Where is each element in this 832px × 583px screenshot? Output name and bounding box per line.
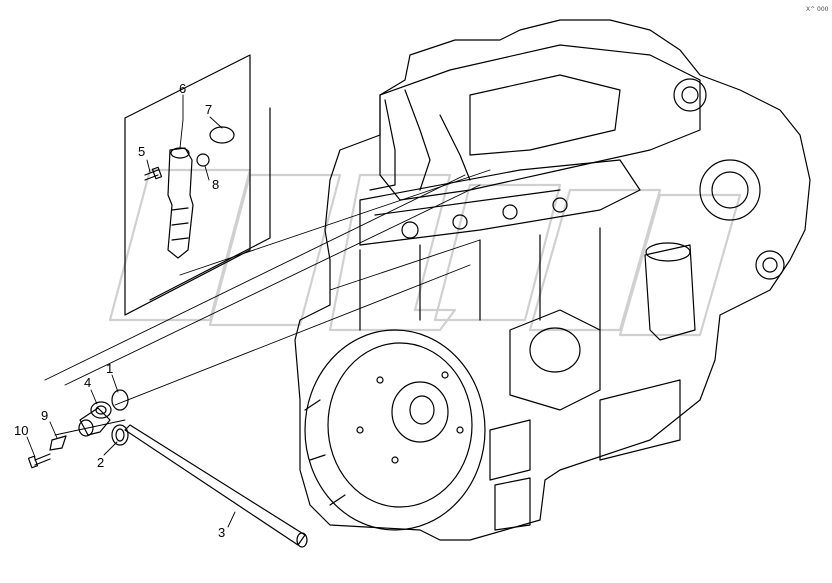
callout-10: 10 xyxy=(14,423,29,438)
callout-4: 4 xyxy=(84,375,92,390)
callout-6: 6 xyxy=(179,81,187,96)
o-ring-1 xyxy=(111,389,129,411)
bracket-9 xyxy=(49,435,67,451)
callout-1: 1 xyxy=(106,361,114,376)
sensor-part xyxy=(167,147,194,259)
o-ring-8 xyxy=(196,153,210,167)
corner-code: X^ 000 xyxy=(806,6,829,13)
callout-7: 7 xyxy=(205,102,213,117)
callout-5: 5 xyxy=(138,144,146,159)
engine-block xyxy=(294,19,811,541)
elbow-fitting-4 xyxy=(78,401,112,437)
bolt-10 xyxy=(27,453,51,469)
callout-8: 8 xyxy=(212,177,220,192)
sensor-detail-frame xyxy=(124,54,271,316)
flywheel xyxy=(304,329,486,531)
callout-9: 9 xyxy=(41,408,49,423)
bolt-5 xyxy=(144,166,163,181)
watermark-logo xyxy=(108,168,742,337)
callout-2: 2 xyxy=(97,455,105,470)
o-ring-7 xyxy=(209,126,235,144)
leader-lines xyxy=(26,94,236,528)
assembly-lines xyxy=(44,169,491,436)
callout-3: 3 xyxy=(218,525,226,540)
dipstick-tube-3 xyxy=(124,424,308,548)
clamp-2 xyxy=(111,424,129,446)
